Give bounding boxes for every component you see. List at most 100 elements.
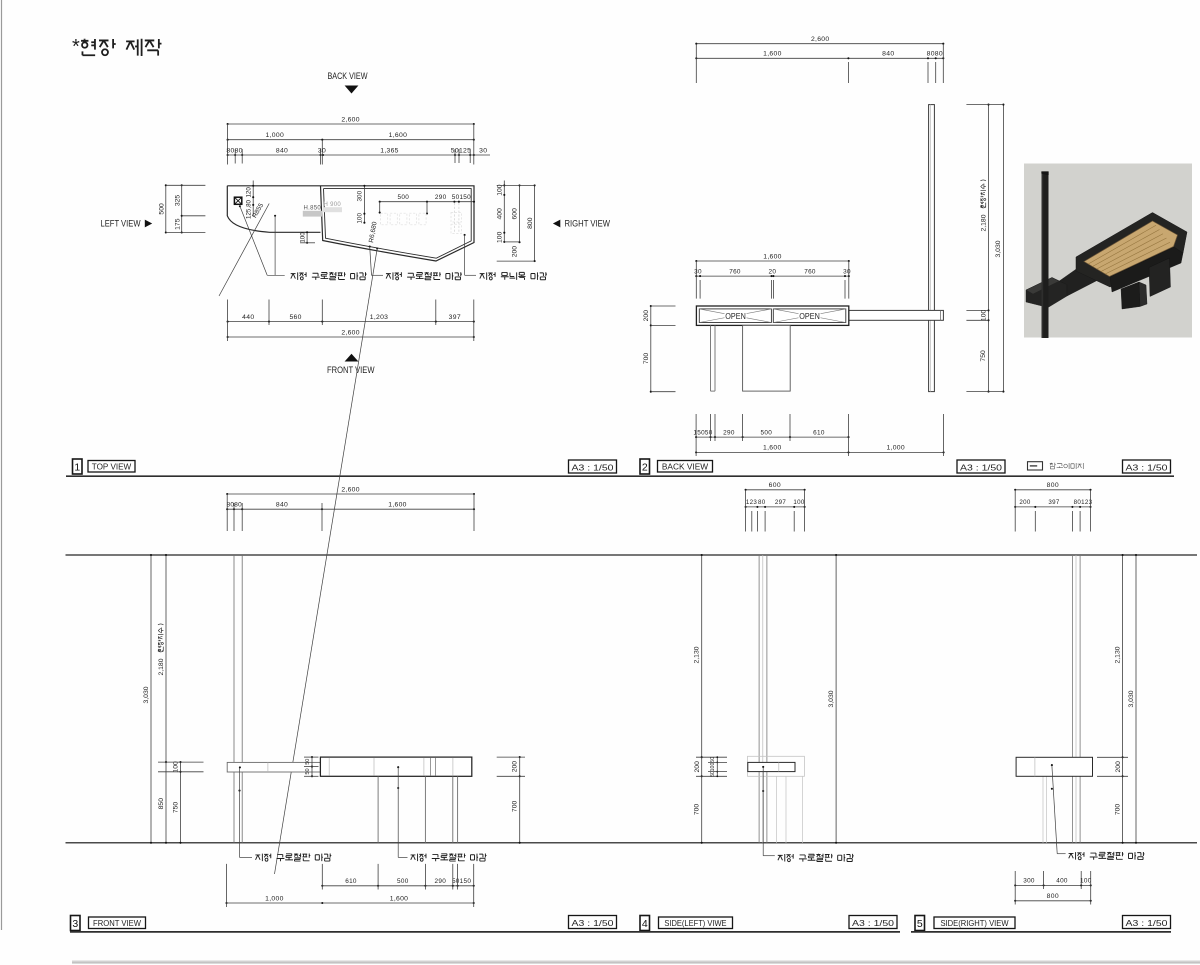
svg-text:A3 : 1/50: A3 : 1/50 [1126, 463, 1169, 472]
svg-text:610: 610 [345, 878, 357, 885]
svg-text:2: 2 [642, 462, 648, 474]
svg-text:2,600: 2,600 [341, 329, 360, 336]
svg-text:100: 100 [497, 231, 504, 243]
svg-text:120: 120 [245, 187, 252, 198]
svg-text:50125: 50125 [451, 147, 471, 154]
svg-text:760: 760 [729, 268, 741, 275]
svg-text:175: 175 [174, 218, 181, 230]
svg-text:700: 700 [643, 353, 650, 365]
svg-text:1,000: 1,000 [266, 132, 285, 139]
svg-text:200: 200 [1115, 761, 1122, 773]
svg-text:3: 3 [72, 918, 78, 930]
svg-text:500: 500 [761, 429, 773, 436]
svg-text:560: 560 [289, 314, 301, 321]
svg-text:700: 700 [694, 804, 701, 816]
svg-text:1,600: 1,600 [763, 51, 782, 58]
svg-text:290: 290 [435, 878, 447, 885]
svg-text:2,130: 2,130 [694, 646, 701, 663]
svg-text:2,600: 2,600 [341, 486, 360, 493]
svg-text:4: 4 [642, 918, 648, 930]
svg-text:BACK VIEW: BACK VIEW [662, 463, 708, 472]
svg-text:1,000: 1,000 [886, 445, 905, 452]
svg-text:30: 30 [843, 268, 851, 275]
svg-text:400: 400 [497, 208, 504, 220]
svg-text:600: 600 [512, 208, 519, 220]
svg-text:760: 760 [804, 268, 816, 275]
svg-text:200: 200 [512, 246, 519, 258]
svg-text:TOP VIEW: TOP VIEW [92, 463, 132, 472]
svg-text:297: 297 [775, 499, 786, 506]
svg-text:400: 400 [1056, 878, 1068, 885]
svg-text:50150: 50150 [452, 194, 471, 201]
svg-text:290: 290 [435, 194, 447, 201]
svg-text:2,600: 2,600 [811, 36, 830, 43]
svg-text:50150: 50150 [452, 878, 471, 885]
svg-text:1,600: 1,600 [390, 895, 409, 902]
svg-text:OPEN: OPEN [725, 311, 746, 321]
svg-text:50: 50 [305, 768, 311, 774]
svg-text:A3 : 1/50: A3 : 1/50 [572, 463, 615, 472]
svg-text:1: 1 [74, 462, 80, 474]
svg-text:800: 800 [527, 217, 534, 229]
svg-text:A3 : 1/50: A3 : 1/50 [1126, 919, 1169, 928]
svg-text:3,030: 3,030 [143, 686, 150, 703]
svg-text:700: 700 [1115, 804, 1122, 816]
svg-text:200: 200 [694, 761, 701, 773]
svg-text:2,130: 2,130 [1115, 646, 1122, 663]
svg-text:397: 397 [1048, 499, 1059, 506]
svg-text:3,030: 3,030 [995, 240, 1002, 257]
svg-text:800: 800 [1047, 482, 1059, 489]
svg-text:300: 300 [1023, 878, 1035, 885]
svg-text:100: 100 [980, 310, 987, 322]
svg-text:397: 397 [449, 314, 461, 321]
svg-text:A3 : 1/50: A3 : 1/50 [572, 919, 615, 928]
svg-text:200: 200 [643, 310, 650, 322]
svg-text:100: 100 [357, 213, 364, 224]
svg-text:300: 300 [357, 190, 364, 201]
svg-text:50: 50 [710, 771, 716, 777]
svg-text:610: 610 [813, 429, 825, 436]
svg-text:800: 800 [1047, 893, 1059, 900]
svg-text:440: 440 [242, 314, 254, 321]
svg-text:2,180: 2,180 [981, 214, 988, 231]
svg-text:30: 30 [479, 147, 487, 154]
svg-text:80123: 80123 [1074, 499, 1093, 506]
svg-text:FRONT VIEW: FRONT VIEW [327, 364, 375, 375]
svg-text:8080: 8080 [226, 147, 242, 154]
svg-text:50: 50 [710, 757, 716, 763]
svg-text:200: 200 [512, 761, 519, 773]
svg-text:OPEN: OPEN [799, 311, 820, 321]
svg-text:325: 325 [174, 195, 181, 207]
svg-text:1,203: 1,203 [370, 314, 389, 321]
svg-text:1,600: 1,600 [389, 132, 408, 139]
svg-text:SIDE(LEFT) VIWE: SIDE(LEFT) VIWE [664, 919, 727, 928]
svg-text:840: 840 [276, 147, 288, 154]
svg-text:30: 30 [694, 268, 702, 275]
svg-text:290: 290 [723, 429, 735, 436]
svg-text:123: 123 [746, 499, 757, 506]
svg-text:SIDE(RIGHT) VIEW: SIDE(RIGHT) VIEW [940, 919, 1008, 928]
svg-text:100: 100 [1080, 878, 1092, 885]
svg-text:A3 : 1/50: A3 : 1/50 [852, 919, 895, 928]
svg-text:100: 100 [173, 761, 180, 773]
svg-text:LEFT VIEW: LEFT VIEW [101, 218, 141, 229]
svg-text:1,600: 1,600 [388, 502, 407, 509]
svg-text:30: 30 [318, 147, 326, 154]
svg-text:125,80: 125,80 [245, 199, 252, 218]
svg-text:2,600: 2,600 [341, 116, 360, 123]
svg-text:15050: 15050 [693, 429, 712, 436]
svg-text:850: 850 [158, 798, 165, 810]
svg-text:100: 100 [300, 232, 307, 243]
svg-text:2,180: 2,180 [158, 658, 165, 675]
svg-text:500: 500 [398, 194, 410, 201]
svg-text:100: 100 [710, 763, 716, 772]
svg-text:3,030: 3,030 [828, 690, 835, 707]
svg-text:1,000: 1,000 [265, 895, 284, 902]
svg-text:600: 600 [769, 482, 781, 489]
svg-text:700: 700 [512, 801, 519, 813]
svg-text:H 900: H 900 [324, 202, 342, 208]
svg-text:100: 100 [497, 184, 504, 196]
svg-text:100: 100 [793, 499, 804, 506]
svg-text:500: 500 [158, 203, 165, 215]
svg-text:20: 20 [769, 268, 777, 275]
